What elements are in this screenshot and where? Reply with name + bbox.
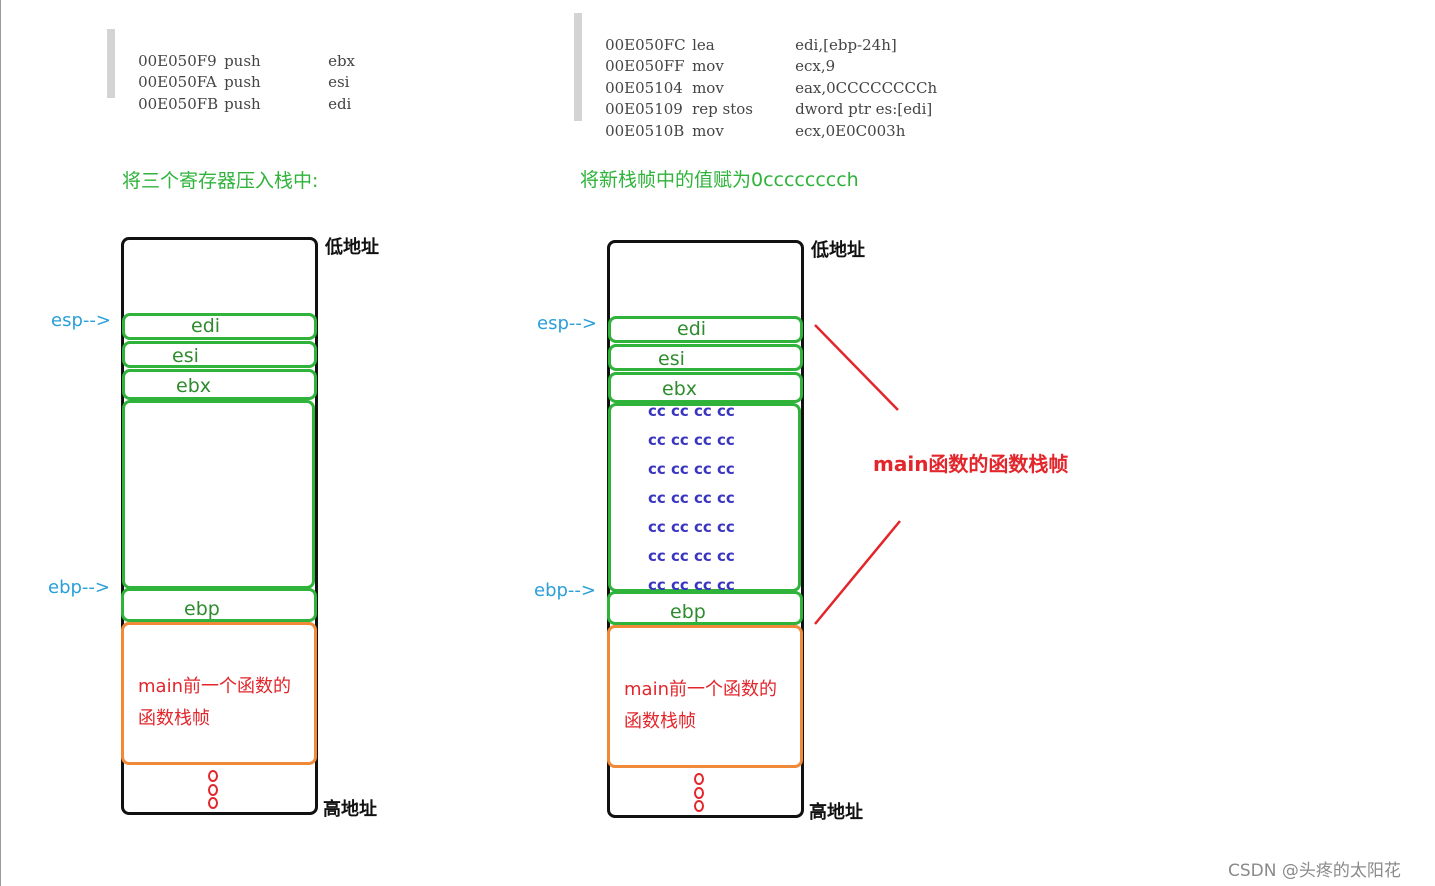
asm-opcode: mov	[692, 78, 724, 97]
asm-operand: ecx,9	[795, 57, 836, 75]
right-esi-slot: esi	[608, 344, 803, 371]
register-label: ebp	[670, 601, 706, 623]
cc-row: cc cc cc cc	[648, 402, 735, 420]
right-high-address-label: 高地址	[809, 802, 863, 823]
asm-opcode: rep stos	[692, 100, 753, 118]
previous-frame-line-1: main前一个函数的	[624, 679, 777, 700]
dot	[208, 784, 218, 796]
asm-address: 00E05109	[605, 100, 683, 118]
asm-row: 00E0510B mov ecx,0E0C003h	[586, 99, 966, 140]
left-caption: 将三个寄存器压入栈中:	[122, 170, 319, 192]
asm-row: 00E05109 rep stos dword ptr es:[edi]	[586, 78, 966, 118]
register-label: esi	[658, 348, 685, 370]
asm-row: 00E050FA push esi	[119, 51, 377, 91]
asm-opcode: mov	[692, 121, 724, 140]
window-border	[0, 0, 1, 886]
dot	[694, 800, 704, 812]
cc-row: cc cc cc cc	[648, 489, 735, 507]
left-esi-slot: esi	[122, 341, 317, 368]
asm-operand: ebx	[328, 51, 356, 70]
asm-opcode: push	[224, 51, 261, 70]
asm-opcode: lea	[692, 35, 715, 54]
right-previous-frame: main前一个函数的 函数栈帧	[607, 625, 803, 768]
register-label: edi	[191, 315, 221, 337]
asm-row: 00E050FF mov ecx,9	[586, 35, 966, 75]
asm-row: 00E050FC lea edi,[ebp-24h]	[586, 13, 966, 54]
left-previous-frame: main前一个函数的 函数栈帧	[121, 622, 317, 765]
asm-opcode: mov	[692, 57, 724, 75]
left-high-address-label: 高地址	[323, 799, 377, 820]
asm-row: 00E050FB push edi	[119, 72, 377, 113]
asm-operand: edi	[328, 94, 352, 113]
right-caption: 将新栈帧中的值赋为0cccccccch	[580, 169, 859, 191]
asm-row: 00E050F9 push ebx	[119, 29, 377, 70]
right-frame-space	[608, 403, 801, 592]
right-esp-pointer: esp-->	[537, 313, 597, 334]
register-label: ebp	[184, 598, 220, 620]
asm-row: 00E05104 mov eax,0CCCCCCCCh	[586, 56, 966, 97]
asm-address: 00E050F9	[138, 51, 217, 70]
left-ebx-slot: ebx	[122, 369, 317, 400]
left-asm-snippet: 00E050F9 push ebx 00E050FA push esi 00E050FB…	[107, 29, 377, 113]
left-ebp-pointer: ebp-->	[48, 577, 110, 598]
register-label: esi	[172, 345, 199, 367]
watermark: CSDN @头疼的太阳花	[1228, 861, 1401, 881]
register-label: ebx	[662, 378, 697, 400]
asm-operand: eax,0CCCCCCCCh	[795, 78, 938, 97]
dot	[694, 787, 704, 799]
register-label: ebx	[176, 375, 211, 397]
asm-address: 00E050FC	[605, 35, 686, 54]
asm-address: 00E0510B	[605, 121, 685, 140]
left-edi-slot: edi	[122, 313, 317, 340]
cc-row: cc cc cc cc	[648, 576, 735, 594]
left-frame-space	[122, 400, 315, 589]
asm-operand: esi	[328, 73, 350, 91]
main-frame-label: main函数的函数栈帧	[873, 452, 1069, 476]
cc-row: cc cc cc cc	[648, 547, 735, 565]
right-asm-snippet: 00E050FC lea edi,[ebp-24h] 00E050FF mov ecx,…	[574, 13, 966, 140]
bracket-line-top	[814, 324, 899, 411]
asm-address: 00E05104	[605, 78, 683, 97]
cc-row: cc cc cc cc	[648, 460, 735, 478]
dot	[694, 773, 704, 785]
asm-operand: dword ptr es:[edi]	[795, 100, 933, 118]
asm-operand: edi,[ebp-24h]	[795, 35, 897, 54]
left-esp-pointer: esp-->	[51, 310, 111, 331]
cc-row: cc cc cc cc	[648, 518, 735, 536]
asm-opcode: push	[224, 94, 261, 113]
dot	[208, 797, 218, 809]
bracket-line-bottom	[814, 520, 901, 625]
right-low-address-label: 低地址	[811, 240, 865, 261]
asm-address: 00E050FF	[605, 57, 685, 75]
right-ebp-pointer: ebp-->	[534, 580, 596, 601]
asm-address: 00E050FB	[138, 94, 219, 113]
right-edi-slot: edi	[608, 316, 803, 343]
previous-frame-line-2: 函数栈帧	[138, 708, 210, 729]
left-low-address-label: 低地址	[325, 237, 379, 258]
left-ebp-slot: ebp	[121, 588, 317, 622]
asm-opcode: push	[224, 73, 261, 91]
right-ebp-slot: ebp	[607, 591, 803, 625]
register-label: edi	[677, 318, 707, 340]
right-ebx-slot: ebx	[608, 372, 803, 403]
asm-operand: ecx,0E0C003h	[795, 121, 906, 140]
previous-frame-line-1: main前一个函数的	[138, 676, 291, 697]
dot	[208, 770, 218, 782]
asm-address: 00E050FA	[138, 73, 217, 91]
previous-frame-line-2: 函数栈帧	[624, 711, 696, 732]
cc-row: cc cc cc cc	[648, 431, 735, 449]
